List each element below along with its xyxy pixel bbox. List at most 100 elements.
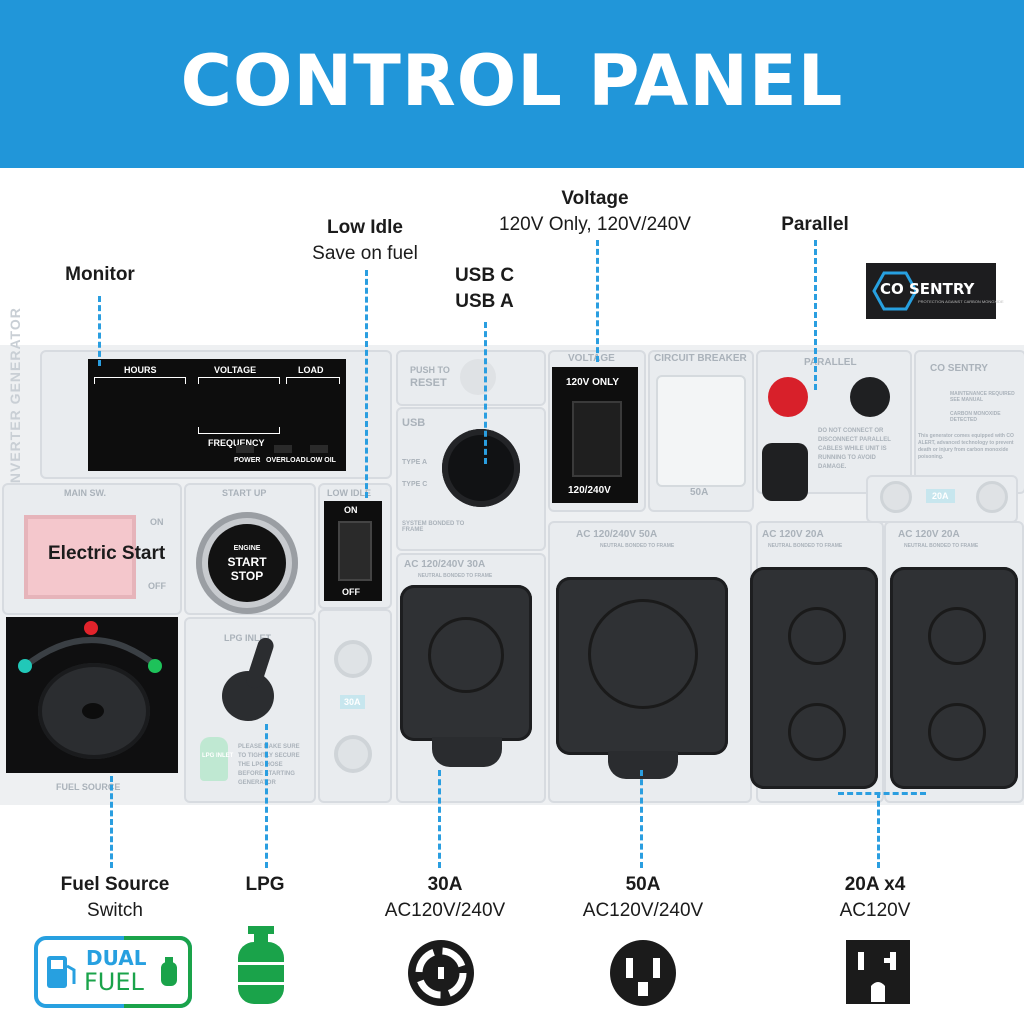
fuel-source-connector — [110, 776, 113, 868]
voltage-label: Voltage 120V Only, 120V/240V — [470, 186, 720, 238]
fuel-off-indicator — [84, 621, 98, 635]
voltage-title: Voltage — [561, 188, 629, 209]
breaker-20a-label: 20A — [926, 489, 955, 503]
co-sentry-hex-icon — [872, 271, 918, 311]
lpg-indicator-dot — [18, 659, 32, 673]
display-voltage: VOLTAGE — [214, 365, 257, 375]
fuel-selector-arc — [22, 637, 160, 670]
breaker-20a-left[interactable] — [880, 481, 912, 513]
a30-connector — [438, 770, 441, 868]
parallel-connector — [814, 240, 817, 390]
usb-c-title: USB C — [454, 265, 515, 286]
voltage-sub: 120V Only, 120V/240V — [499, 214, 691, 235]
system-bonded-label: SYSTEM BONDED TO FRAME — [402, 521, 465, 533]
start-text: START — [227, 555, 267, 569]
monitor-title: Monitor — [65, 264, 135, 285]
voltage-connector — [596, 240, 599, 362]
parallel-black-cap[interactable] — [850, 377, 890, 417]
lpg-label: LPG — [230, 872, 300, 898]
voltage-120-240: 120/240V — [568, 485, 611, 496]
outlet-50a-face — [588, 599, 698, 709]
main-sw-off: OFF — [148, 581, 166, 591]
stop-text: STOP — [230, 569, 264, 583]
usb-connector — [484, 322, 487, 464]
low-idle-switch[interactable]: ON OFF — [324, 501, 382, 601]
a30-label: 30A AC120V/240V — [370, 872, 520, 924]
breaker-20a-right[interactable] — [976, 481, 1008, 513]
outlet-50a-label: AC 120/240V 50A — [576, 529, 658, 540]
outlet-20a-face-1a — [788, 607, 846, 665]
display-low-oil: LOW OIL — [306, 457, 336, 464]
usb-a-title: USB A — [455, 291, 514, 312]
outlet-20a-label-2: AC 120V 20A — [898, 529, 960, 540]
circuit-breaker-cover[interactable] — [656, 375, 746, 487]
fuel-source-panel-label: FUEL SOURCE — [56, 782, 121, 792]
outlet-20a-label-1: AC 120V 20A — [762, 529, 824, 540]
fuel-source-sub: Switch — [87, 900, 143, 921]
start-engine-text: ENGINE — [233, 545, 261, 552]
voltage-120-only: 120V ONLY — [566, 377, 619, 388]
a20-sub: AC120V — [839, 900, 911, 921]
parallel-panel-label: PARALLEL — [804, 357, 857, 368]
low-idle-sub: Save on fuel — [312, 243, 418, 264]
display-frequency: FREQUENCY — [208, 438, 265, 448]
outlet-20a-face-2a — [928, 607, 986, 665]
outlet-50a-icon — [610, 940, 676, 1006]
monitor-connector — [98, 296, 101, 366]
breaker-button-upper[interactable] — [334, 640, 372, 678]
header-banner: CONTROL PANEL — [0, 0, 1024, 168]
main-sw-label: MAIN SW. — [64, 488, 106, 498]
co-sentry-tagline: PROTECTION AGAINST CARBON MONOXIDE — [918, 299, 1004, 304]
parallel-red-cap[interactable] — [768, 377, 808, 417]
a20-horizontal-connector — [838, 792, 926, 795]
outlet-20a-cover-1[interactable] — [750, 567, 878, 789]
gas-indicator-dot — [148, 659, 162, 673]
outlet-20a-face-1b — [788, 703, 846, 761]
parallel-warning: DO NOT CONNECT OR DISCONNECT PARALLEL CA… — [818, 428, 891, 470]
reset-button[interactable] — [460, 359, 496, 395]
co-item-2: CARBON MONOXIDE DETECTED — [950, 411, 1001, 423]
display-hours: HOURS — [124, 365, 157, 375]
parallel-ground-cap[interactable] — [762, 443, 808, 501]
outlet-50a-cover[interactable] — [556, 577, 728, 755]
propane-tank-icon — [238, 926, 284, 1004]
outlet-20a-cover-2[interactable] — [890, 567, 1018, 789]
voltage-panel-label: VOLTAGE — [568, 353, 615, 364]
usb-cover[interactable] — [442, 429, 520, 507]
outlet-50a-flap[interactable] — [608, 751, 678, 779]
overload-led — [274, 445, 292, 453]
outlet-50a-neutral: NEUTRAL BONDED TO FRAME — [600, 543, 675, 549]
type-a-label: TYPE A — [402, 459, 428, 466]
voltage-switch[interactable]: 120V ONLY 120/240V — [552, 367, 638, 503]
outlet-30a-label: AC 120/240V 30A — [404, 559, 486, 570]
fuel-source-label: Fuel Source Switch — [40, 872, 190, 924]
dual-fuel-icon: DUAL FUEL — [34, 936, 192, 1008]
usb-panel-label: USB — [402, 417, 426, 429]
control-panel: INVERTER GENERATOR HOURS VOLTAGE LOAD FR… — [0, 307, 1024, 805]
outlet-30a-flap[interactable] — [432, 737, 502, 767]
low-oil-led — [310, 445, 328, 453]
monitor-display: HOURS VOLTAGE LOAD FREQUENCY POWER OVERL… — [88, 359, 346, 471]
a50-sub: AC120V/240V — [582, 900, 704, 921]
twist-lock-30a-icon — [408, 940, 474, 1006]
a50-label: 50A AC120V/240V — [568, 872, 718, 924]
lpg-badge-text: LPG INLET — [202, 753, 234, 759]
breaker-button-lower[interactable] — [334, 735, 372, 773]
outlet-30a-cover[interactable] — [400, 585, 532, 741]
lpg-badge: LPG INLET — [200, 737, 233, 781]
display-overload: OVERLOAD — [266, 457, 306, 464]
main-switch[interactable] — [24, 515, 136, 599]
co-item-1: MAINTENANCE REQUIRED SEE MANUAL — [950, 391, 1015, 403]
usb-label: USB C USB A — [442, 263, 527, 315]
co-sentry-brand: CO SENTRY — [880, 280, 975, 298]
a20-connector — [877, 792, 880, 868]
fuel-source-knob[interactable] — [38, 663, 150, 759]
circuit-breaker-50a: 50A — [690, 487, 709, 498]
lpg-inlet-label: LPG INLET — [224, 633, 271, 643]
fuel-text: FUEL — [84, 968, 144, 996]
page-title: CONTROL PANEL — [180, 40, 844, 122]
co-note: This generator comes equipped with CO AL… — [918, 433, 1014, 460]
propane-tank-small-icon — [161, 957, 177, 986]
fuel-source-title: Fuel Source — [60, 874, 170, 895]
start-stop-button[interactable]: ENGINE START STOP — [196, 512, 298, 614]
